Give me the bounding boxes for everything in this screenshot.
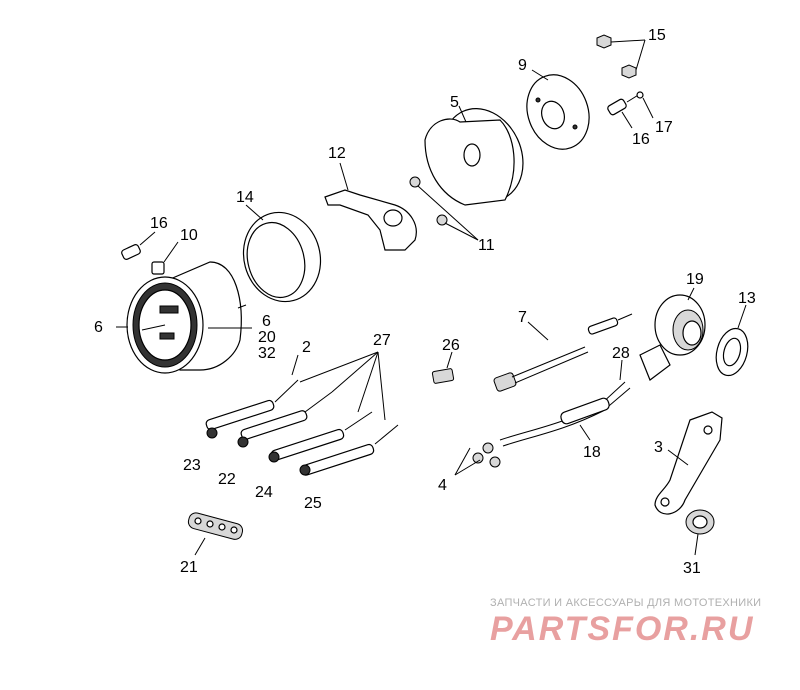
part-9-backing-plate: [526, 69, 590, 150]
label-20: 20: [258, 329, 276, 346]
label-16-left: 16: [150, 215, 168, 232]
label-31: 31: [683, 560, 701, 577]
label-26: 26: [442, 337, 460, 354]
label-12: 12: [328, 145, 346, 162]
part-3-bracket: [654, 411, 723, 515]
part-18-28-wiring-harness: [472, 359, 631, 468]
label-7: 7: [518, 309, 527, 326]
label-19: 19: [686, 271, 704, 288]
label-27: 27: [373, 332, 391, 349]
part-4-terminals: [454, 447, 481, 476]
label-2: 2: [302, 339, 311, 356]
label-10: 10: [180, 227, 198, 244]
label-6-right: 6: [262, 313, 271, 330]
watermark-subtitle: ЗАПЧАСТИ И АКСЕССУАРЫ ДЛЯ МОТОТЕХНИКИ: [490, 597, 762, 609]
label-6-left: 6: [94, 319, 103, 336]
label-18: 18: [583, 444, 601, 461]
part-26-clip: [431, 351, 455, 384]
label-15: 15: [648, 27, 666, 44]
label-11: 11: [478, 237, 495, 254]
part-14-bezel-ring: [242, 204, 322, 303]
part-12-mounting-bracket: [324, 162, 417, 251]
part-21-connector-strip: [187, 512, 244, 556]
part-11-nuts: [409, 176, 479, 241]
part-16-10-bulb-and-cap: [121, 231, 179, 275]
label-3: 3: [654, 439, 663, 456]
label-23: 23: [183, 457, 201, 474]
label-17: 17: [655, 119, 673, 136]
part-15-nuts: [596, 34, 646, 79]
label-4: 4: [438, 477, 447, 494]
label-24: 24: [255, 484, 273, 501]
label-25: 25: [304, 495, 322, 512]
callout-labels: 15 9 5 17 16 12 11 14 16 10 6 6 20 32 19…: [94, 27, 756, 577]
label-22: 22: [218, 471, 236, 488]
part-19-drive-unit: [639, 287, 706, 381]
label-9: 9: [518, 57, 527, 74]
watermark-brand: PARTSFOR.RU: [490, 610, 754, 648]
label-32: 32: [258, 345, 276, 362]
label-13: 13: [738, 290, 756, 307]
part-13-washer: [715, 304, 749, 377]
part-6-speedometer: [116, 261, 252, 374]
label-28: 28: [612, 345, 630, 362]
label-14: 14: [236, 189, 254, 206]
label-21: 21: [180, 559, 198, 576]
part-5-housing-cup: [424, 105, 524, 206]
part-31-grommet: [685, 509, 715, 556]
part-16-17-bulb-socket: [607, 91, 654, 129]
label-5: 5: [450, 94, 459, 111]
part-2-27-bulb-harnesses: [205, 351, 399, 476]
label-16-top: 16: [632, 131, 650, 148]
part-7-speedo-cable: [493, 313, 633, 392]
